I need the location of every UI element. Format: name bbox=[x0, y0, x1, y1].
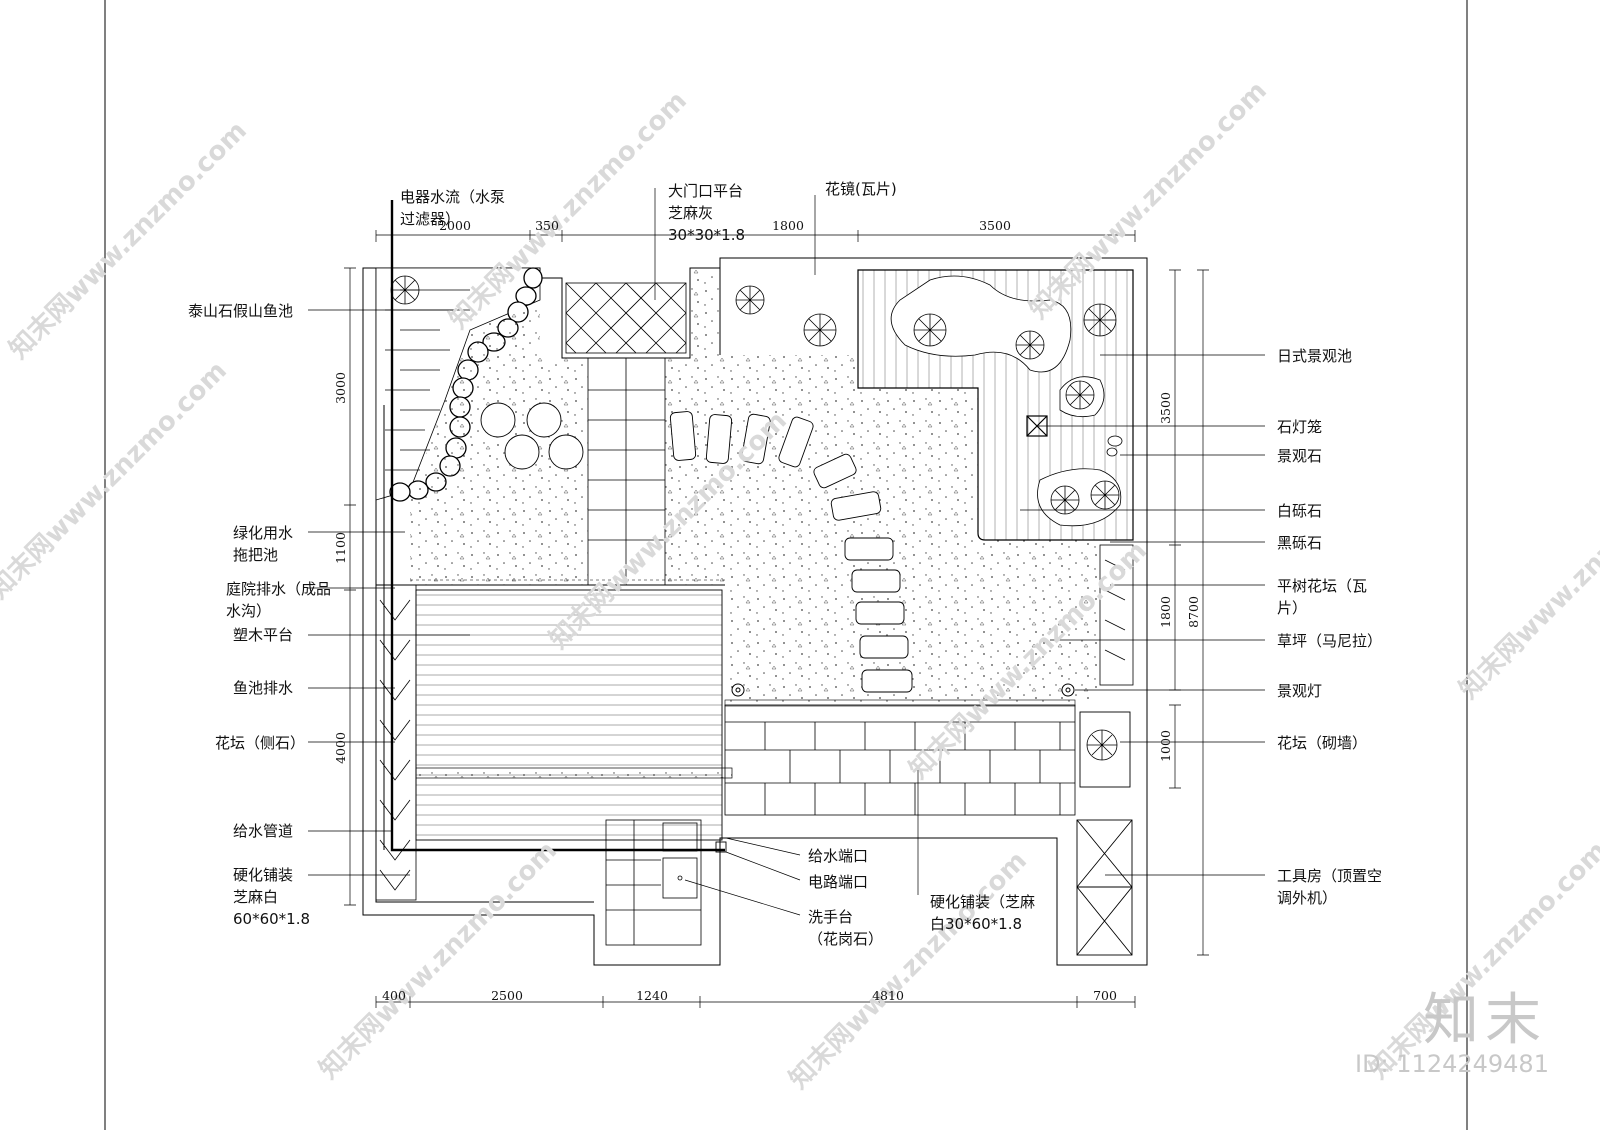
tree-bed bbox=[1099, 544, 1134, 686]
watermark-text: 知末网www.znzmo.com bbox=[1024, 76, 1273, 325]
entry-path bbox=[587, 357, 666, 586]
leader-lines bbox=[308, 188, 1265, 916]
label-tool-room: 工具房（顶置空 bbox=[1277, 867, 1382, 885]
label-deck: 塑木平台 bbox=[233, 626, 293, 644]
label-wash-basin: 洗手台 bbox=[808, 908, 853, 926]
watermark-text: 知末网www.znzmo.com bbox=[4, 116, 253, 365]
watermark-text: 知末网www.znzmo.com bbox=[1454, 456, 1600, 705]
japanese-pond bbox=[857, 269, 1134, 541]
wood-deck bbox=[415, 589, 723, 841]
dimension-top-3: 1800 bbox=[772, 218, 804, 233]
plants bbox=[390, 275, 1120, 761]
image-id: ID: 1124249481 bbox=[1355, 1050, 1549, 1078]
label-tool-room-line2: 调外机） bbox=[1277, 889, 1337, 907]
deck-drain-strip bbox=[415, 767, 733, 779]
label-paving-hard: 硬化铺装（芝麻 bbox=[930, 893, 1035, 911]
watermark-text: 知末网www.znzmo.com bbox=[0, 356, 233, 605]
dimension-right-1: 3500 bbox=[1158, 392, 1173, 424]
label-power-port: 电路端口 bbox=[808, 873, 868, 891]
label-mop-pool-line2: 拖把池 bbox=[233, 546, 278, 564]
brand-watermark: 知末 bbox=[1423, 988, 1547, 1053]
label-tree-bed: 平树花坛（瓦 bbox=[1277, 577, 1367, 595]
flower-bed-side bbox=[375, 584, 417, 901]
label-gate-platform: 大门口平台 bbox=[668, 182, 743, 200]
dimension-left-1: 3000 bbox=[333, 372, 348, 404]
label-paving-hard-line2: 白30*60*1.8 bbox=[930, 915, 1022, 933]
dimension-left-3: 4000 bbox=[333, 732, 348, 764]
landscape-stone-symbol bbox=[1106, 435, 1123, 457]
label-gate-platform-line2: 芝麻灰 bbox=[668, 204, 713, 222]
hard-paving bbox=[724, 704, 1076, 816]
label-flowerbed-side: 花坛（侧石） bbox=[215, 734, 305, 752]
stepping-stones bbox=[669, 411, 913, 693]
label-paving-white: 硬化铺装 bbox=[233, 866, 293, 884]
label-drain: 庭院排水（成品 bbox=[226, 580, 331, 598]
label-fishpond: 泰山石假山鱼池 bbox=[188, 302, 293, 320]
wash-basin bbox=[605, 819, 702, 946]
dimension-bottom-1: 400 bbox=[382, 988, 406, 1003]
watermark-text: 知末网www.znzmo.com bbox=[444, 86, 693, 335]
dimension-bottom-3: 1240 bbox=[636, 988, 668, 1003]
label-tree-bed-line2: 片） bbox=[1277, 599, 1307, 617]
label-wash-basin-line2: （花岗石） bbox=[808, 930, 883, 948]
label-flowerbed-wall: 花坛（砌墙） bbox=[1277, 734, 1367, 752]
gate-platform-tiles bbox=[565, 282, 687, 354]
dimension-right-3: 1000 bbox=[1158, 730, 1173, 762]
label-flower-mirror: 花镜(瓦片) bbox=[825, 180, 897, 198]
paving-gravel-edge bbox=[724, 699, 1076, 707]
label-pump-line2: 过滤器） bbox=[400, 210, 460, 228]
dimension-top-1: 2000 bbox=[439, 218, 471, 233]
label-lawn: 草坪（马尼拉） bbox=[1277, 632, 1382, 650]
water-port-symbol bbox=[715, 841, 727, 853]
dimension-bottom-5: 700 bbox=[1093, 988, 1117, 1003]
gravel-area-left bbox=[410, 300, 588, 585]
label-japanese-pond: 日式景观池 bbox=[1277, 347, 1352, 365]
tool-room bbox=[1076, 819, 1133, 956]
dimension-right-4: 8700 bbox=[1186, 596, 1201, 628]
label-mop-pool: 绿化用水 bbox=[233, 524, 293, 542]
label-stone-lantern: 石灯笼 bbox=[1277, 418, 1322, 436]
label-paving-white-line3: 60*60*1.8 bbox=[233, 910, 310, 928]
lawn-area bbox=[665, 270, 1100, 700]
flower-bed-wall bbox=[1079, 711, 1131, 788]
label-black-gravel: 黑砾石 bbox=[1277, 534, 1322, 552]
label-paving-white-line2: 芝麻白 bbox=[233, 888, 278, 906]
dimension-bottom-4: 4810 bbox=[872, 988, 904, 1003]
label-pump: 电器水流（水泵 bbox=[400, 188, 505, 206]
garden-lights bbox=[731, 683, 1075, 697]
dimension-top-2: 350 bbox=[535, 218, 559, 233]
label-landscape-stone: 景观石 bbox=[1277, 447, 1322, 465]
dimension-lines bbox=[344, 230, 1209, 1008]
dimension-top-4: 3500 bbox=[979, 218, 1011, 233]
label-drain-line2: 水沟） bbox=[226, 602, 271, 620]
stepping-circles bbox=[480, 402, 584, 470]
dimension-right-2: 1800 bbox=[1158, 596, 1173, 628]
dimension-labels: 2000 350 1800 3500 400 2500 1240 4810 700 3000 110… bbox=[333, 218, 1201, 1003]
label-pond-drain: 鱼池排水 bbox=[233, 679, 293, 697]
label-water-pipe: 给水管道 bbox=[233, 822, 293, 840]
water-pipe-line bbox=[390, 200, 725, 852]
label-gate-platform-line3: 30*30*1.8 bbox=[668, 226, 745, 244]
dimension-left-2: 1100 bbox=[333, 532, 348, 564]
label-garden-light: 景观灯 bbox=[1277, 682, 1322, 700]
dimension-bottom-2: 2500 bbox=[491, 988, 523, 1003]
watermark-text: 知末网www.znzmo.com bbox=[314, 836, 563, 1085]
label-water-port: 给水端口 bbox=[808, 847, 868, 865]
label-white-gravel: 白砾石 bbox=[1277, 502, 1322, 520]
